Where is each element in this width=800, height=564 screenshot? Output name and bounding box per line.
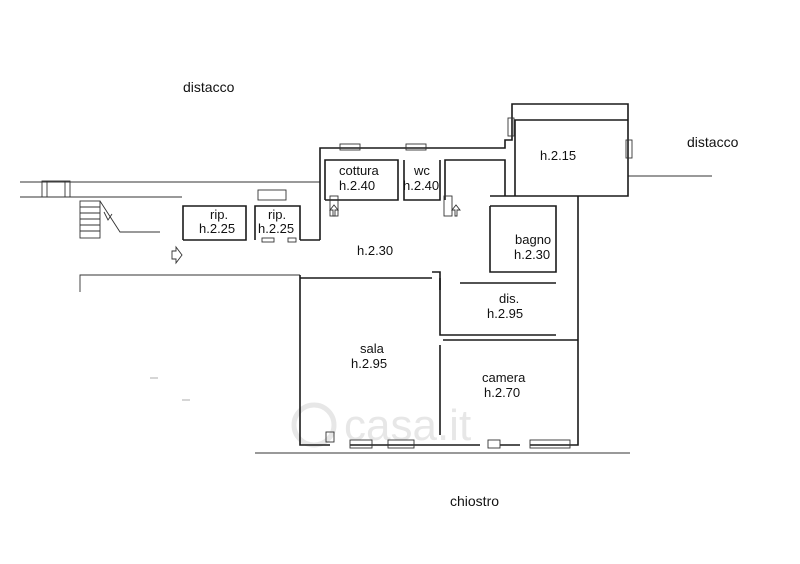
room-height: h.2.95 bbox=[351, 356, 387, 371]
stair bbox=[41, 180, 160, 239]
room-height: h.2.70 bbox=[484, 385, 520, 400]
exterior-label-east: distacco bbox=[687, 134, 739, 150]
room-height: h.2.40 bbox=[403, 178, 439, 193]
watermark-text: casa.it bbox=[344, 401, 471, 450]
room-height: h.2.30 bbox=[514, 247, 550, 262]
room-height: h.2.15 bbox=[540, 148, 576, 163]
room-name: camera bbox=[482, 370, 526, 385]
room-name: cottura bbox=[339, 163, 380, 178]
storage-walls bbox=[182, 189, 320, 243]
entrance-arrow bbox=[171, 245, 183, 265]
room-storage-2: rip. h.2.25 bbox=[258, 207, 294, 236]
room-name: wc bbox=[413, 163, 430, 178]
room-dis: dis. h.2.95 bbox=[487, 291, 523, 321]
room-name: bagno bbox=[515, 232, 551, 247]
room-name: dis. bbox=[499, 291, 519, 306]
room-height: h.2.25 bbox=[199, 221, 235, 236]
room-bagno: bagno h.2.30 bbox=[514, 232, 551, 262]
room-camera: camera h.2.70 bbox=[482, 370, 526, 400]
room-name: sala bbox=[360, 341, 385, 356]
room-wc: wc h.2.40 bbox=[403, 163, 439, 193]
openings bbox=[325, 117, 633, 449]
watermark: casa.it bbox=[291, 401, 471, 450]
exterior-label-courtyard: chiostro bbox=[450, 493, 499, 509]
exterior-label-north: distacco bbox=[183, 79, 235, 95]
room-height: h.2.95 bbox=[487, 306, 523, 321]
room-height: h.2.30 bbox=[357, 243, 393, 258]
room-name: rip. bbox=[210, 207, 228, 222]
interior-walls bbox=[324, 119, 628, 435]
room-height: h.2.25 bbox=[258, 221, 294, 236]
outer-walls bbox=[299, 103, 629, 446]
room-upper: h.2.15 bbox=[540, 148, 576, 163]
room-storage-1: rip. h.2.25 bbox=[199, 207, 235, 236]
room-corridor: h.2.30 bbox=[357, 243, 393, 258]
room-cottura: cottura h.2.40 bbox=[339, 163, 380, 193]
room-name: rip. bbox=[268, 207, 286, 222]
room-sala: sala h.2.95 bbox=[351, 341, 387, 371]
room-height: h.2.40 bbox=[339, 178, 375, 193]
